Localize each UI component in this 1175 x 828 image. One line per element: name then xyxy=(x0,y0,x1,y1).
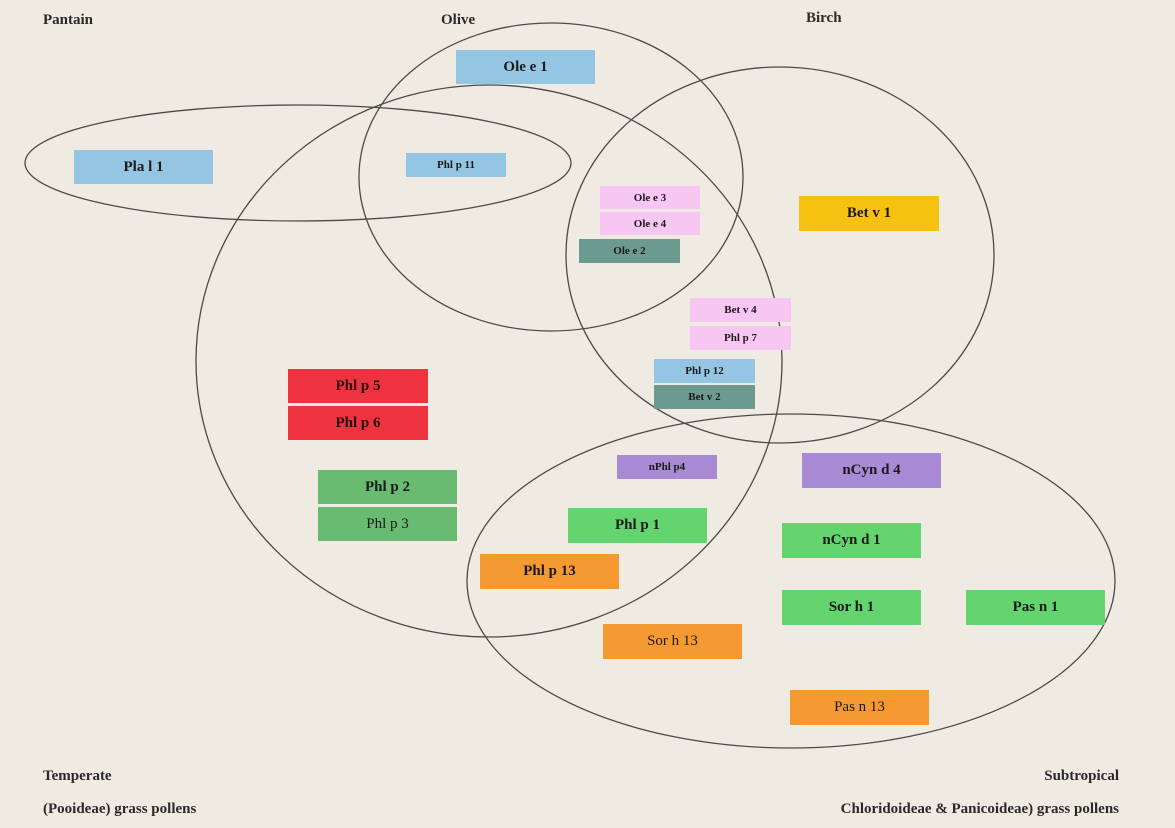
allergen-pas-n-1: Pas n 1 xyxy=(966,590,1105,625)
allergen-bet-v-4: Bet v 4 xyxy=(690,298,791,322)
birch-ellipse xyxy=(565,66,995,444)
allergen-phl-p-3: Phl p 3 xyxy=(318,507,457,541)
allergen-pla-l-1: Pla l 1 xyxy=(74,150,213,184)
allergen-phl-p-11: Phl p 11 xyxy=(406,153,506,177)
temperate-sublabel: (Pooideae) grass pollens xyxy=(43,801,197,817)
allergen-ole-e-3: Ole e 3 xyxy=(600,186,700,209)
allergen-ole-e-1: Ole e 1 xyxy=(456,50,595,84)
allergen-phl-p-1: Phl p 1 xyxy=(568,508,707,543)
allergen-ole-e-2: Ole e 2 xyxy=(579,239,680,263)
subtropical-sublabel: Chloridoideae & Panicoideae) grass polle… xyxy=(840,801,1119,817)
temperate-grass-ellipse xyxy=(195,84,783,638)
temperate-label: Temperate xyxy=(43,768,112,784)
allergen-nphl-p4: nPhl p4 xyxy=(617,455,717,479)
allergen-pas-n-13: Pas n 13 xyxy=(790,690,929,725)
allergen-phl-p-6: Phl p 6 xyxy=(288,406,428,440)
allergen-phl-p-2: Phl p 2 xyxy=(318,470,457,504)
allergen-sor-h-1: Sor h 1 xyxy=(782,590,921,625)
allergen-ncyn-d-1: nCyn d 1 xyxy=(782,523,921,558)
allergen-sor-h-13: Sor h 13 xyxy=(603,624,742,659)
allergen-phl-p-5: Phl p 5 xyxy=(288,369,428,403)
allergen-phl-p-12: Phl p 12 xyxy=(654,359,755,383)
olive-title: Olive xyxy=(441,12,476,28)
olive-ellipse xyxy=(358,22,744,332)
subtropical-grass-ellipse xyxy=(466,413,1116,749)
subtropical-label: Subtropical xyxy=(1044,768,1119,784)
birch-title: Birch xyxy=(806,10,842,26)
allergen-ole-e-4: Ole e 4 xyxy=(600,212,700,235)
plantain-title: Pantain xyxy=(43,12,94,28)
allergen-ncyn-d-4: nCyn d 4 xyxy=(802,453,941,488)
allergen-bet-v-1: Bet v 1 xyxy=(799,196,939,231)
allergen-phl-p-7: Phl p 7 xyxy=(690,326,791,350)
allergen-bet-v-2: Bet v 2 xyxy=(654,385,755,409)
plantain-ellipse xyxy=(24,104,572,222)
allergen-phl-p-13: Phl p 13 xyxy=(480,554,619,589)
